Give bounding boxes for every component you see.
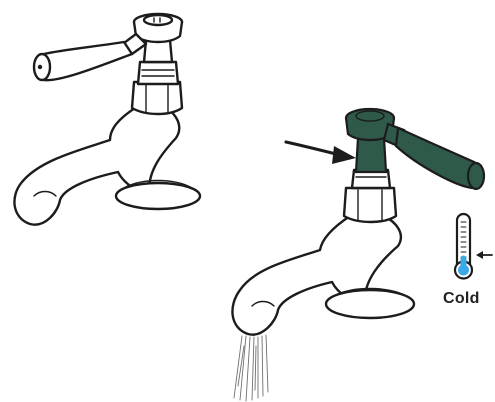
left-tap-nut — [132, 82, 182, 114]
arrow-left-icon — [476, 251, 492, 259]
water-stream — [234, 335, 268, 401]
tap-off — [14, 14, 200, 225]
thermometer-icon — [455, 214, 472, 279]
temperature-label: Cold — [443, 290, 480, 308]
right-tap-lever — [384, 124, 484, 189]
thermometer-bulb — [458, 265, 469, 276]
tap-on — [232, 109, 484, 401]
right-tap-nut — [344, 188, 396, 222]
left-tap-base — [116, 183, 200, 209]
right-tap-base — [326, 290, 414, 318]
arrow-right-icon — [286, 142, 356, 164]
left-tap-indicator — [144, 15, 172, 25]
